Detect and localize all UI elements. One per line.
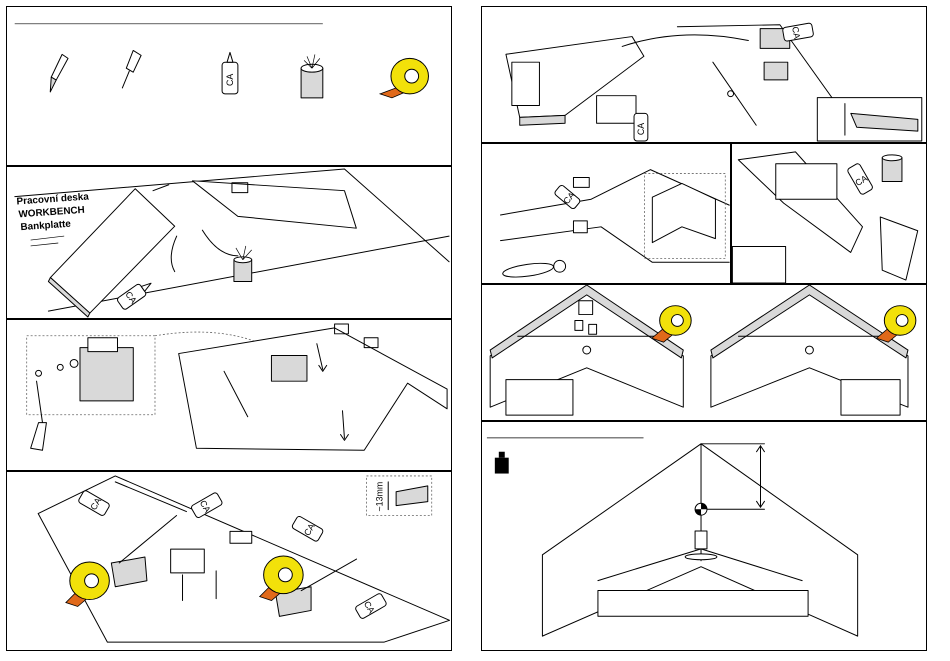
workbench-label-en: WORKBENCH bbox=[18, 205, 85, 221]
winglet-illustration: CA bbox=[732, 144, 926, 283]
ca-glue-bottle-icon: CA bbox=[116, 278, 155, 311]
svg-text:CA: CA bbox=[790, 26, 802, 40]
panel-propeller: CA bbox=[481, 143, 731, 284]
panel-winglet: CA bbox=[731, 143, 927, 284]
propeller-illustration: CA bbox=[482, 144, 730, 283]
panel-workbench: CA Pracovní deska WORKBENCH Bankplatte bbox=[6, 166, 452, 319]
knife-icon bbox=[50, 54, 68, 92]
top-view-illustration bbox=[482, 285, 926, 420]
screwdriver-icon bbox=[31, 381, 47, 450]
horn-height-label: ~13mm bbox=[374, 482, 384, 512]
panel-motor: CA CA bbox=[481, 6, 927, 143]
cg-illustration bbox=[482, 422, 926, 650]
motor-illustration: CA CA bbox=[482, 7, 926, 142]
servo-illustration bbox=[7, 320, 451, 470]
propeller-icon bbox=[502, 260, 566, 279]
servo-icon bbox=[36, 338, 134, 401]
ca-glue-bottle-icon: CA bbox=[190, 492, 223, 519]
tape-roll-icon bbox=[876, 306, 915, 342]
ca-glue-bottle-icon: CA bbox=[222, 52, 238, 93]
ca-glue-bottle-icon: CA bbox=[291, 515, 324, 542]
tape-roll-icon bbox=[652, 306, 691, 342]
glue-can-icon bbox=[882, 155, 902, 182]
weight-icon bbox=[495, 452, 509, 474]
panel-servo bbox=[6, 319, 452, 471]
tape-roll-icon bbox=[380, 58, 428, 98]
horns-illustration: CA CA CA CA ~13mm bbox=[7, 472, 451, 650]
panel-horns: CA CA CA CA ~13mm bbox=[6, 471, 452, 651]
screwdriver-icon bbox=[122, 50, 141, 88]
glue-can-icon bbox=[234, 246, 252, 282]
ca-glue-bottle-icon: CA bbox=[634, 113, 648, 141]
panel-cg bbox=[481, 421, 927, 651]
ca-glue-bottle-icon: CA bbox=[782, 23, 814, 42]
panel-tools: CA bbox=[6, 6, 452, 166]
svg-text:CA: CA bbox=[225, 74, 235, 86]
svg-text:CA: CA bbox=[636, 123, 646, 135]
ca-glue-bottle-icon: CA bbox=[847, 163, 874, 196]
glue-can-icon bbox=[301, 54, 323, 97]
cg-marker-icon bbox=[695, 503, 707, 515]
workbench-label-de: Bankplatte bbox=[20, 219, 72, 234]
panel-top-view bbox=[481, 284, 927, 421]
tools-illustration: CA bbox=[7, 7, 451, 165]
workbench-illustration: CA Pracovní deska WORKBENCH Bankplatte bbox=[7, 167, 451, 318]
